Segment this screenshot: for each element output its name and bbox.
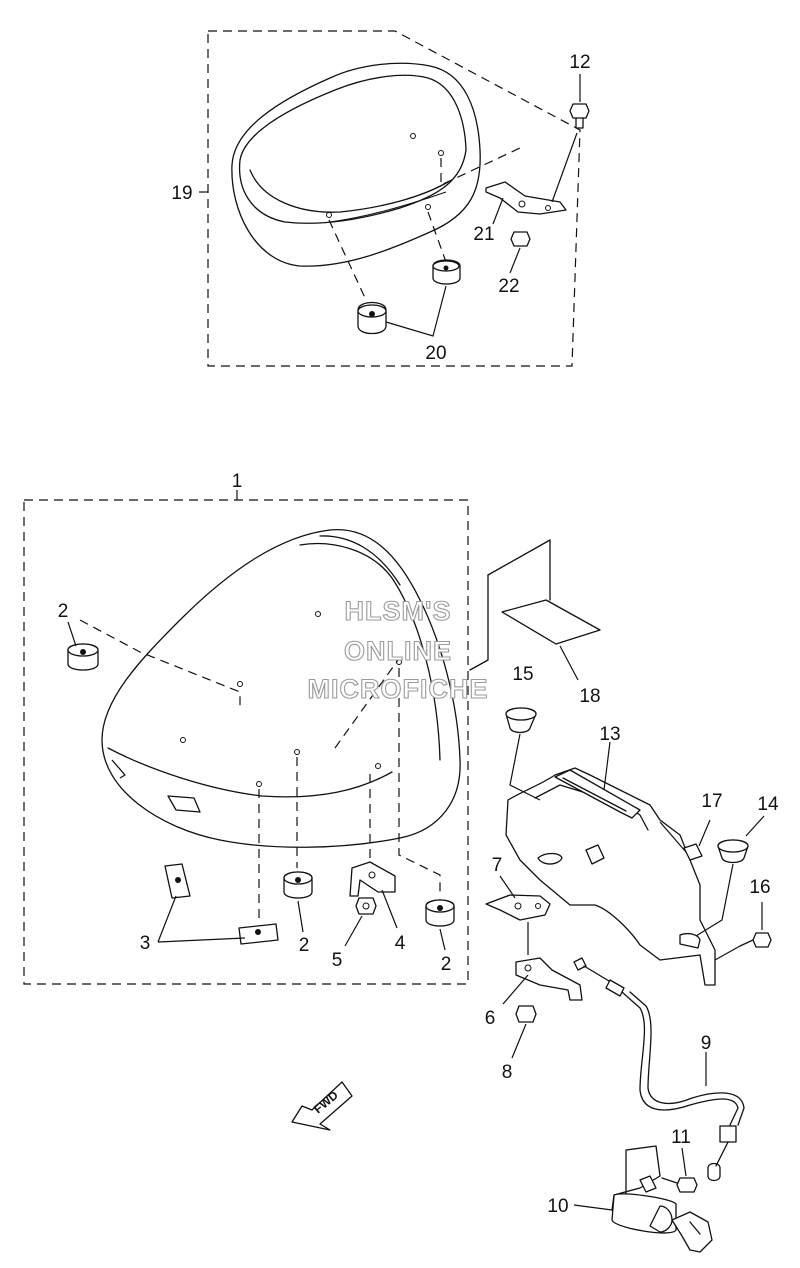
bolt-8 <box>511 1005 537 1059</box>
watermark: HLSM'S ONLINE MICROFICHE <box>307 595 489 704</box>
callout-2-right: 2 <box>441 954 452 975</box>
bolt-12 <box>569 74 590 129</box>
bracket-4 <box>349 861 398 929</box>
callout-19: 19 <box>171 183 192 204</box>
bolt-16 <box>714 902 772 961</box>
lock-cable-9 <box>573 957 745 1182</box>
grommet-14 <box>695 815 765 937</box>
fwd-arrow-icon: FWD <box>291 1081 353 1131</box>
watermark-line-3: MICROFICHE <box>308 674 489 704</box>
callouts: 1 2 2 2 3 4 5 6 7 8 9 10 11 12 13 14 15 … <box>58 52 779 1217</box>
callout-12: 12 <box>569 52 590 73</box>
watermark-line-1: HLSM'S <box>345 596 452 626</box>
callout-21: 21 <box>473 224 494 245</box>
screw-11 <box>661 1147 698 1193</box>
seat-lock-cover-13 <box>505 741 716 986</box>
seat-lock-hook-6 <box>502 957 583 1005</box>
nut-5 <box>344 897 377 947</box>
callout-17: 17 <box>701 791 722 812</box>
callout-9: 9 <box>701 1033 712 1054</box>
seat-damper-20 <box>357 259 461 337</box>
screw-17 <box>659 819 711 861</box>
callout-1: 1 <box>232 471 243 492</box>
seat-bracket-21 <box>485 132 578 225</box>
damper-2b <box>283 871 313 933</box>
callout-7: 7 <box>492 855 503 876</box>
callout-13: 13 <box>599 724 620 745</box>
callout-18: 18 <box>579 686 600 707</box>
callout-4: 4 <box>395 933 406 954</box>
passenger-seat-assembly-box <box>199 30 581 367</box>
bracket-7 <box>485 875 551 955</box>
callout-16: 16 <box>749 877 770 898</box>
callout-3: 3 <box>140 933 151 954</box>
caution-label-18 <box>469 539 601 681</box>
watermark-line-2: ONLINE <box>344 636 452 666</box>
callout-2-left: 2 <box>58 601 69 622</box>
grommet-15 <box>505 707 541 801</box>
callout-10: 10 <box>547 1196 568 1217</box>
damper-2c <box>425 899 455 951</box>
clip-nut-3 <box>157 863 279 945</box>
callout-14: 14 <box>757 794 779 815</box>
callout-22: 22 <box>498 276 519 297</box>
rider-seat <box>79 529 461 920</box>
passenger-seat <box>231 62 521 301</box>
callout-5: 5 <box>332 950 343 971</box>
callout-2-center: 2 <box>299 935 310 956</box>
damper-2a <box>67 621 99 671</box>
callout-6: 6 <box>485 1008 496 1029</box>
callout-11: 11 <box>671 1127 691 1148</box>
nut-22 <box>509 231 531 274</box>
callout-20: 20 <box>425 343 446 364</box>
seat-lock-10 <box>573 1145 713 1253</box>
callout-8: 8 <box>502 1062 513 1083</box>
seat-assembly-box <box>23 490 469 985</box>
callout-15: 15 <box>512 664 533 685</box>
